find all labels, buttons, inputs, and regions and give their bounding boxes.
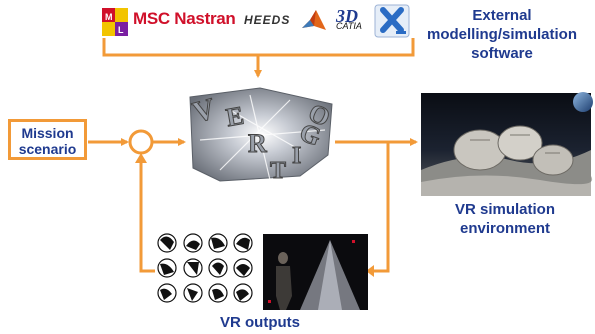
svg-text:L: L (118, 25, 124, 35)
label-line: scenario (18, 141, 77, 157)
svg-text:3D: 3D (335, 6, 358, 26)
vertigo-logo: V E R T I G O (189, 87, 335, 185)
label-line: modelling/simulation (426, 26, 577, 43)
label-line: software (471, 45, 533, 62)
vr-outputs-label: VR outputs (220, 314, 300, 331)
matlab-icon (302, 10, 326, 30)
mission-scenario-box: Mission scenario (8, 119, 87, 160)
feedback-arrow (135, 153, 155, 273)
vr-environment-image (421, 92, 593, 196)
vertigo-letter-t: T (270, 158, 286, 184)
mls-icon: M L (102, 8, 128, 36)
label-line: environment (459, 220, 550, 237)
vertigo-letter-g: G (296, 117, 325, 151)
vertigo-letter-r: R (248, 129, 267, 158)
software-logos: M L MSC Nastran HEEDS 3D CATIA (100, 4, 420, 38)
summing-junction (128, 129, 154, 155)
vertigo-letter-i: I (292, 143, 301, 169)
heeds-logo: HEEDS (244, 13, 291, 27)
arrow-to-vr-outputs (366, 142, 390, 277)
msc-nastran-logo: MSC Nastran (133, 9, 236, 28)
vr-environment-label: VR simulation environment (430, 200, 580, 238)
catia-icon: 3D (335, 6, 358, 26)
vr-output-plots (157, 233, 253, 303)
x-logo-icon (374, 4, 410, 38)
external-software-label: External modelling/simulation software (422, 6, 582, 63)
catia-logo: CATIA (336, 21, 362, 31)
label-line: Mission (21, 125, 74, 141)
label-line: VR simulation (454, 201, 555, 218)
vr-output-photo (263, 234, 368, 310)
logo-bracket (102, 38, 415, 78)
svg-text:M: M (105, 12, 113, 22)
label-line: External (472, 7, 532, 24)
vertigo-letter-e: E (224, 101, 246, 133)
